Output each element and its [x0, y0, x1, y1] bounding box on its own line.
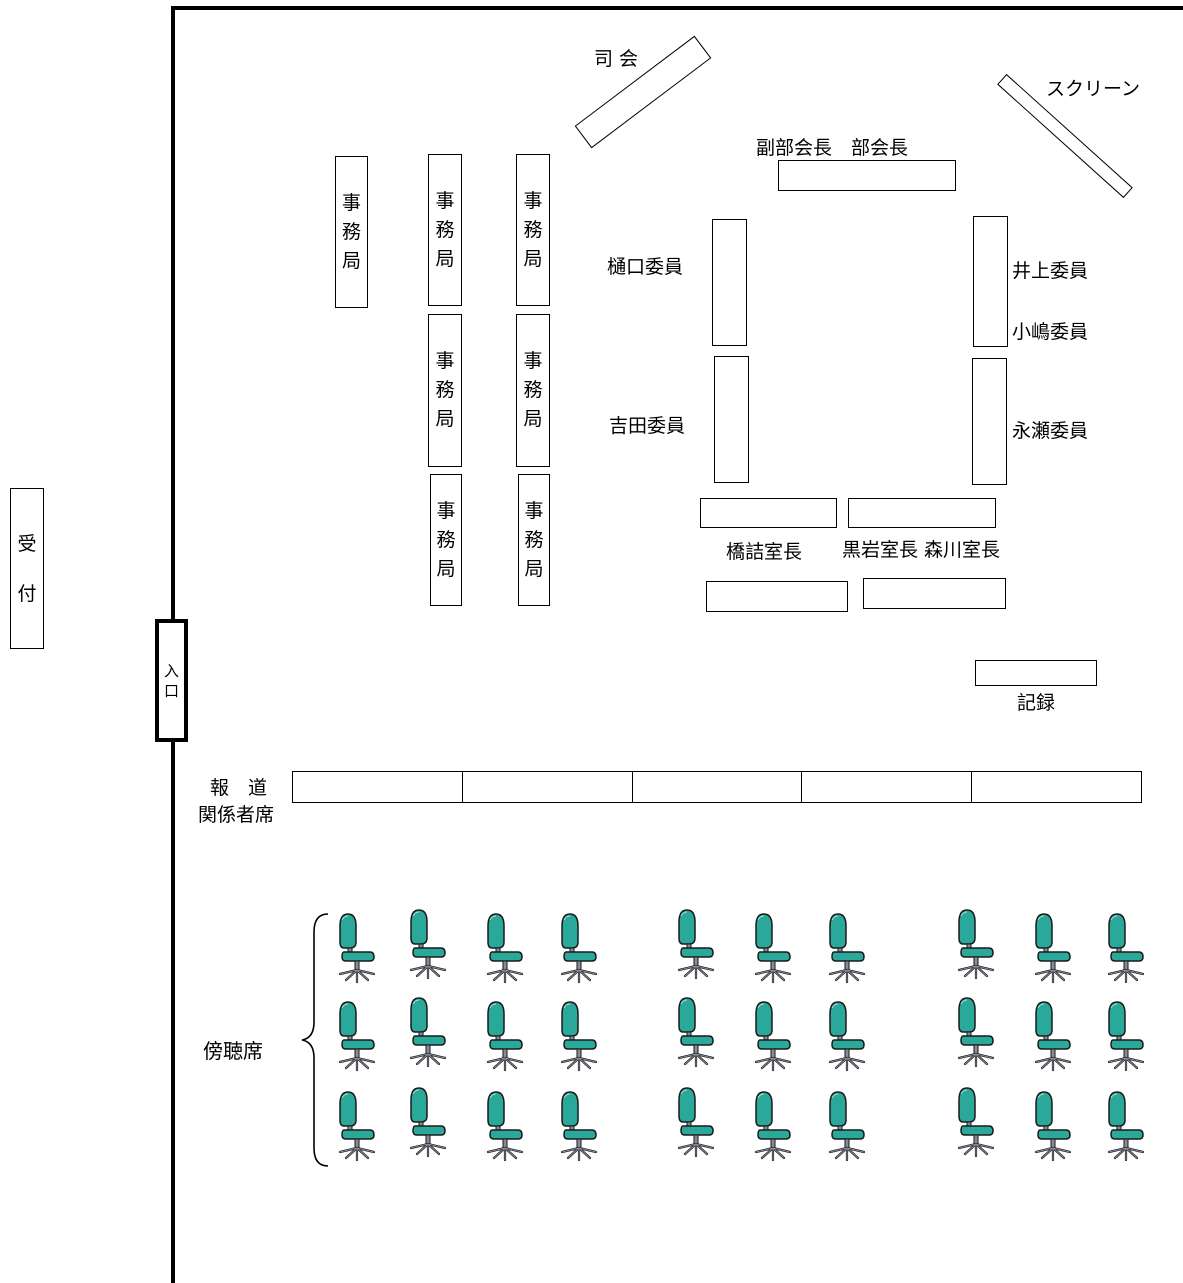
entrance-char-2: 口	[163, 681, 179, 700]
emcee-label: 司 会	[594, 48, 639, 70]
secretariat-char: 局	[436, 557, 456, 580]
gallery-chair	[1107, 1091, 1145, 1162]
gallery-chair	[957, 909, 995, 980]
chief-table-right	[848, 498, 996, 528]
gallery-chair	[560, 1091, 598, 1162]
chief-hashizume-label: 橋詰室長	[726, 541, 803, 563]
secretariat-table-5: 事 務 局	[516, 314, 550, 467]
member-nagase-label: 永瀬委員	[1012, 420, 1089, 442]
gallery-chair	[677, 997, 715, 1068]
secretariat-char: 務	[341, 220, 361, 243]
gallery-chair	[677, 909, 715, 980]
secretariat-char: 務	[436, 528, 456, 551]
room-wall-top	[171, 6, 1183, 10]
gallery-chair	[486, 1001, 524, 1072]
gallery-chair	[1107, 1001, 1145, 1072]
gallery-chair	[754, 1091, 792, 1162]
secretariat-char: 務	[523, 379, 543, 401]
gallery-chair	[486, 1091, 524, 1162]
secretariat-char: 事	[341, 191, 361, 214]
member-table-right-upper	[973, 216, 1008, 347]
reception-char-1: 受	[17, 532, 37, 555]
head-table-label: 副部会長 部会長	[756, 137, 909, 159]
secretariat-char: 局	[523, 408, 543, 430]
secretariat-char: 局	[524, 557, 544, 580]
gallery-brace	[301, 913, 329, 1167]
member-yoshida-label: 吉田委員	[609, 415, 686, 437]
gallery-chair	[1034, 1091, 1072, 1162]
record-label: 記録	[1017, 692, 1056, 714]
entrance-door: 入 口	[155, 619, 188, 742]
press-table-segment	[972, 772, 1141, 802]
press-label-line2: 関係者席	[198, 804, 275, 826]
gallery-chair	[560, 1001, 598, 1072]
press-table-segment	[802, 772, 973, 802]
screen-label: スクリーン	[1046, 78, 1141, 100]
gallery-chair	[409, 997, 447, 1068]
gallery-chair	[828, 1001, 866, 1072]
gallery-chair	[677, 1087, 715, 1158]
member-inoue-label: 井上委員	[1012, 260, 1089, 282]
member-kojima-label: 小嶋委員	[1012, 321, 1089, 343]
secretariat-char: 事	[436, 499, 456, 522]
secretariat-char: 局	[341, 249, 361, 272]
secretariat-table-2: 事 務 局	[428, 154, 462, 306]
secretariat-char: 事	[524, 499, 544, 522]
gallery-chair	[409, 909, 447, 980]
secretariat-char: 務	[523, 218, 543, 241]
secretariat-char: 事	[435, 189, 455, 212]
gallery-chair	[486, 913, 524, 984]
member-table-left-upper	[712, 219, 747, 346]
secretariat-char: 局	[435, 247, 455, 270]
head-table	[778, 160, 956, 191]
gallery-chair	[754, 913, 792, 984]
secretariat-char: 事	[435, 350, 455, 372]
gallery-chair	[1034, 1001, 1072, 1072]
secretariat-char: 事	[523, 350, 543, 372]
gallery-chair	[754, 1001, 792, 1072]
secretariat-table-7: 事 務 局	[518, 474, 550, 606]
gallery-chair	[957, 997, 995, 1068]
press-table-segment	[463, 772, 633, 802]
secretariat-char: 務	[435, 218, 455, 241]
secretariat-char: 局	[523, 247, 543, 270]
gallery-chair	[828, 913, 866, 984]
gallery-label: 傍聴席	[203, 1039, 263, 1063]
gallery-chair	[828, 1091, 866, 1162]
chief-table-left	[700, 498, 837, 528]
chief-kuroiwa-morikawa-label: 黒岩室長 森川室長	[842, 539, 1001, 561]
secretariat-table-3: 事 務 局	[516, 154, 550, 306]
secretariat-char: 務	[524, 528, 544, 551]
extra-table-right	[863, 578, 1006, 609]
secretariat-table-6: 事 務 局	[430, 474, 462, 606]
gallery-chair	[409, 1087, 447, 1158]
gallery-chair	[957, 1087, 995, 1158]
record-table	[975, 660, 1097, 686]
member-table-right-lower	[972, 358, 1007, 485]
gallery-chair	[338, 913, 376, 984]
gallery-chair	[1034, 913, 1072, 984]
press-label-line1: 報 道	[210, 777, 268, 799]
gallery-chair	[338, 1091, 376, 1162]
reception-desk: 受 付	[10, 488, 44, 649]
press-table-segment	[293, 772, 463, 802]
member-table-left-lower	[714, 356, 749, 483]
entrance-char-1: 入	[163, 661, 179, 680]
reception-char-2: 付	[17, 582, 37, 605]
member-higuchi-label: 樋口委員	[607, 256, 684, 278]
gallery-chair	[338, 1001, 376, 1072]
extra-table-left	[706, 581, 848, 612]
secretariat-table-4: 事 務 局	[428, 314, 462, 467]
gallery-chair	[1107, 913, 1145, 984]
secretariat-char: 事	[523, 189, 543, 212]
gallery-chair	[560, 913, 598, 984]
secretariat-table-1: 事 務 局	[335, 156, 368, 308]
secretariat-char: 局	[435, 408, 455, 430]
secretariat-char: 務	[435, 379, 455, 401]
press-table-row	[292, 771, 1142, 803]
press-table-segment	[633, 772, 803, 802]
